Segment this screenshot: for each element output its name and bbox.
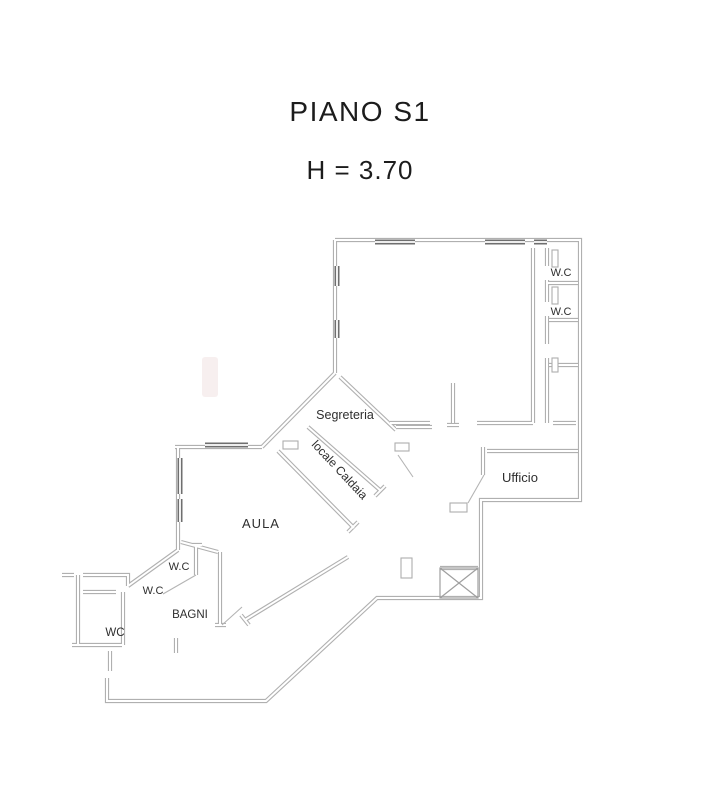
room-label-ufficio: Ufficio: [502, 470, 538, 485]
door-swing-ufficio: [467, 474, 485, 504]
door-leaf-wc-top-3: [551, 357, 559, 373]
door-leaf-caldaia: [282, 440, 299, 450]
title-block: PIANO S1 H = 3.70: [0, 96, 701, 186]
floor-title: PIANO S1: [289, 96, 431, 127]
door-leaf-wc-top-2: [551, 286, 559, 305]
room-label-wc-top-2: W.C: [551, 306, 572, 318]
door-leaf-ufficio: [449, 502, 468, 513]
elevator-x-icon: [439, 567, 479, 599]
floor-height-note: H = 3.70: [306, 155, 414, 185]
window-marks-core: [179, 241, 548, 523]
room-label-wc-aula-1: W.C: [169, 561, 190, 573]
watermark-smudge: [202, 357, 218, 397]
door-swing-wing: [397, 454, 414, 478]
door-leaf-segreteria: [394, 442, 410, 452]
door-swing-wc-cluster: [162, 574, 197, 595]
door-leaf-layer: [282, 249, 559, 579]
room-label-bagni: BAGNI: [172, 609, 208, 621]
room-label-wc-small: WC: [105, 627, 124, 639]
windows-layer: [180, 242, 547, 522]
window-marks: [180, 242, 547, 522]
door-post-corridor: [400, 557, 413, 579]
door-leaf-wc-top-1: [551, 249, 559, 268]
room-label-segreteria: Segreteria: [316, 408, 374, 422]
room-label-aula: AULA: [242, 516, 280, 531]
elevator-shaft: [439, 567, 479, 599]
elevator-box: [439, 567, 479, 599]
door-swings-layer: [162, 454, 485, 626]
room-label-wc-top-1: W.C: [551, 267, 572, 279]
door-swing-bagni: [221, 606, 243, 626]
room-label-wc-aula-2: W.C: [143, 585, 164, 597]
